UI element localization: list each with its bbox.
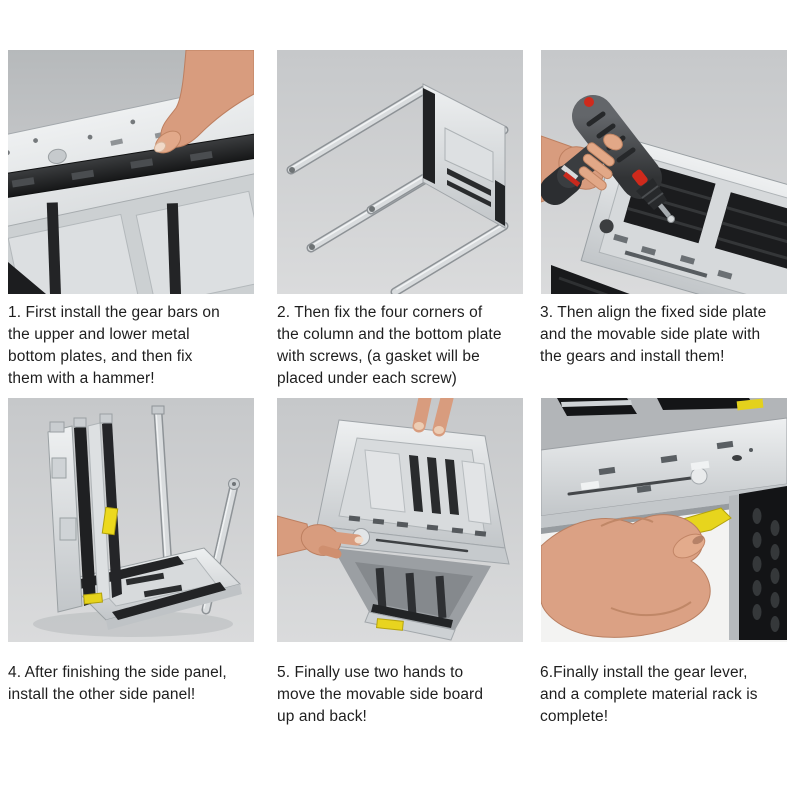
- step-5-illustration: [277, 398, 523, 642]
- step-5-photo: [277, 398, 523, 642]
- column-frame: [286, 83, 509, 294]
- step-5-caption: 5. Finally use two hands to move the mov…: [277, 664, 484, 725]
- step-1-illustration: [8, 50, 254, 294]
- step-4-photo: [8, 398, 254, 642]
- step-2-photo: [277, 50, 523, 294]
- step-6-illustration: [541, 398, 787, 642]
- gear-lever: [101, 506, 119, 536]
- step-2-illustration: [277, 50, 523, 294]
- step-2-caption: 2. Then fix the four corners of the colu…: [277, 304, 502, 387]
- hand-illustration: [153, 50, 254, 154]
- step-1-photo: [8, 50, 254, 294]
- step-3-photo: [541, 50, 787, 294]
- step-4-caption: 4. After finishing the side panel, insta…: [8, 664, 227, 703]
- hand-pointing: [277, 515, 364, 559]
- gear-bar: [8, 131, 254, 204]
- step-6-caption: 6.Finally install the gear lever, and a …: [540, 664, 758, 725]
- fingers: [578, 133, 623, 191]
- step-6-photo: [541, 398, 787, 642]
- gear-lever: [375, 618, 404, 631]
- top-openings: [557, 398, 764, 416]
- step-3-illustration: [541, 50, 787, 294]
- rack-frame: [312, 419, 510, 641]
- step-4-illustration: [8, 398, 254, 642]
- hand-top: [412, 398, 454, 437]
- mesh-side-panel: [729, 486, 787, 640]
- step-3-caption: 3. Then align the fixed side plate and t…: [540, 304, 767, 365]
- hand-illustration: [541, 514, 711, 638]
- side-panel: [47, 413, 122, 613]
- step-1-caption: 1. First install the gear bars on the up…: [8, 304, 220, 387]
